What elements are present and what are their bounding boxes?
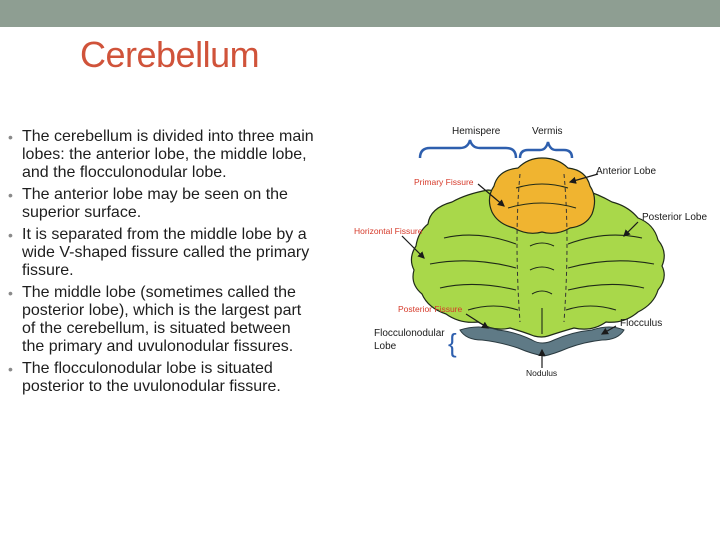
bullet-item: • It is separated from the middle lobe by…: [8, 226, 314, 280]
folia-lines: [429, 234, 655, 334]
flocculonodular-bracket-icon: {: [448, 328, 457, 358]
vermis-line-right: [563, 173, 568, 323]
posterior-lobe-shape: [410, 189, 665, 338]
bullet-text: The anterior lobe may be seen on the sup…: [22, 186, 288, 221]
posterior-fissure-label: Posterior Fissure: [398, 304, 463, 314]
hemisphere-label: Hemispere: [452, 126, 501, 137]
posterior-lobe-label: Posterior Lobe: [642, 212, 707, 223]
bullet-icon: •: [8, 129, 13, 145]
horizontal-fissure-label: Horizontal Fissure: [354, 226, 423, 236]
anterior-lobe-label: Anterior Lobe: [596, 166, 656, 177]
label-arrows: [401, 173, 639, 368]
flocculonodular-label-line2: Lobe: [374, 341, 397, 352]
vermis-bracket: [518, 141, 574, 159]
vermis-line-left: [516, 173, 521, 323]
bullet-icon: •: [8, 285, 13, 301]
bullet-list: • The cerebellum is divided into three ma…: [8, 128, 314, 400]
bullet-item: • The anterior lobe may be seen on the su…: [8, 186, 314, 222]
flocculonodular-label-line1: Flocculonodular: [374, 328, 445, 339]
primary-fissure-label: Primary Fissure: [414, 177, 474, 187]
bullet-text: It is separated from the middle lobe by …: [22, 226, 310, 279]
bullet-item: • The flocculonodular lobe is situated po…: [8, 360, 314, 396]
anterior-lobe-shape: [488, 157, 596, 234]
bullet-text: The cerebellum is divided into three mai…: [22, 128, 314, 181]
bullet-text: The middle lobe (sometimes called the po…: [22, 284, 302, 355]
bullet-item: • The middle lobe (sometimes called the p…: [8, 284, 314, 356]
bullet-icon: •: [8, 227, 13, 243]
bullet-icon: •: [8, 187, 13, 203]
bullet-item: • The cerebellum is divided into three ma…: [8, 128, 314, 182]
slide-title: Cerebellum: [80, 34, 260, 75]
bullet-text: The flocculonodular lobe is situated pos…: [22, 360, 281, 395]
anterior-folia: [507, 183, 577, 209]
top-bar: [0, 0, 720, 27]
hemisphere-bracket: [418, 139, 518, 159]
cerebellum-diagram: { Hemispere Vermis Anterior Lobe Primary…: [354, 126, 707, 378]
vermis-label: Vermis: [532, 126, 563, 137]
flocculus-label: Flocculus: [620, 318, 662, 329]
bullet-icon: •: [8, 361, 13, 377]
nodulus-label: Nodulus: [526, 368, 557, 378]
flocculonodular-lobe-shape: [459, 326, 625, 357]
